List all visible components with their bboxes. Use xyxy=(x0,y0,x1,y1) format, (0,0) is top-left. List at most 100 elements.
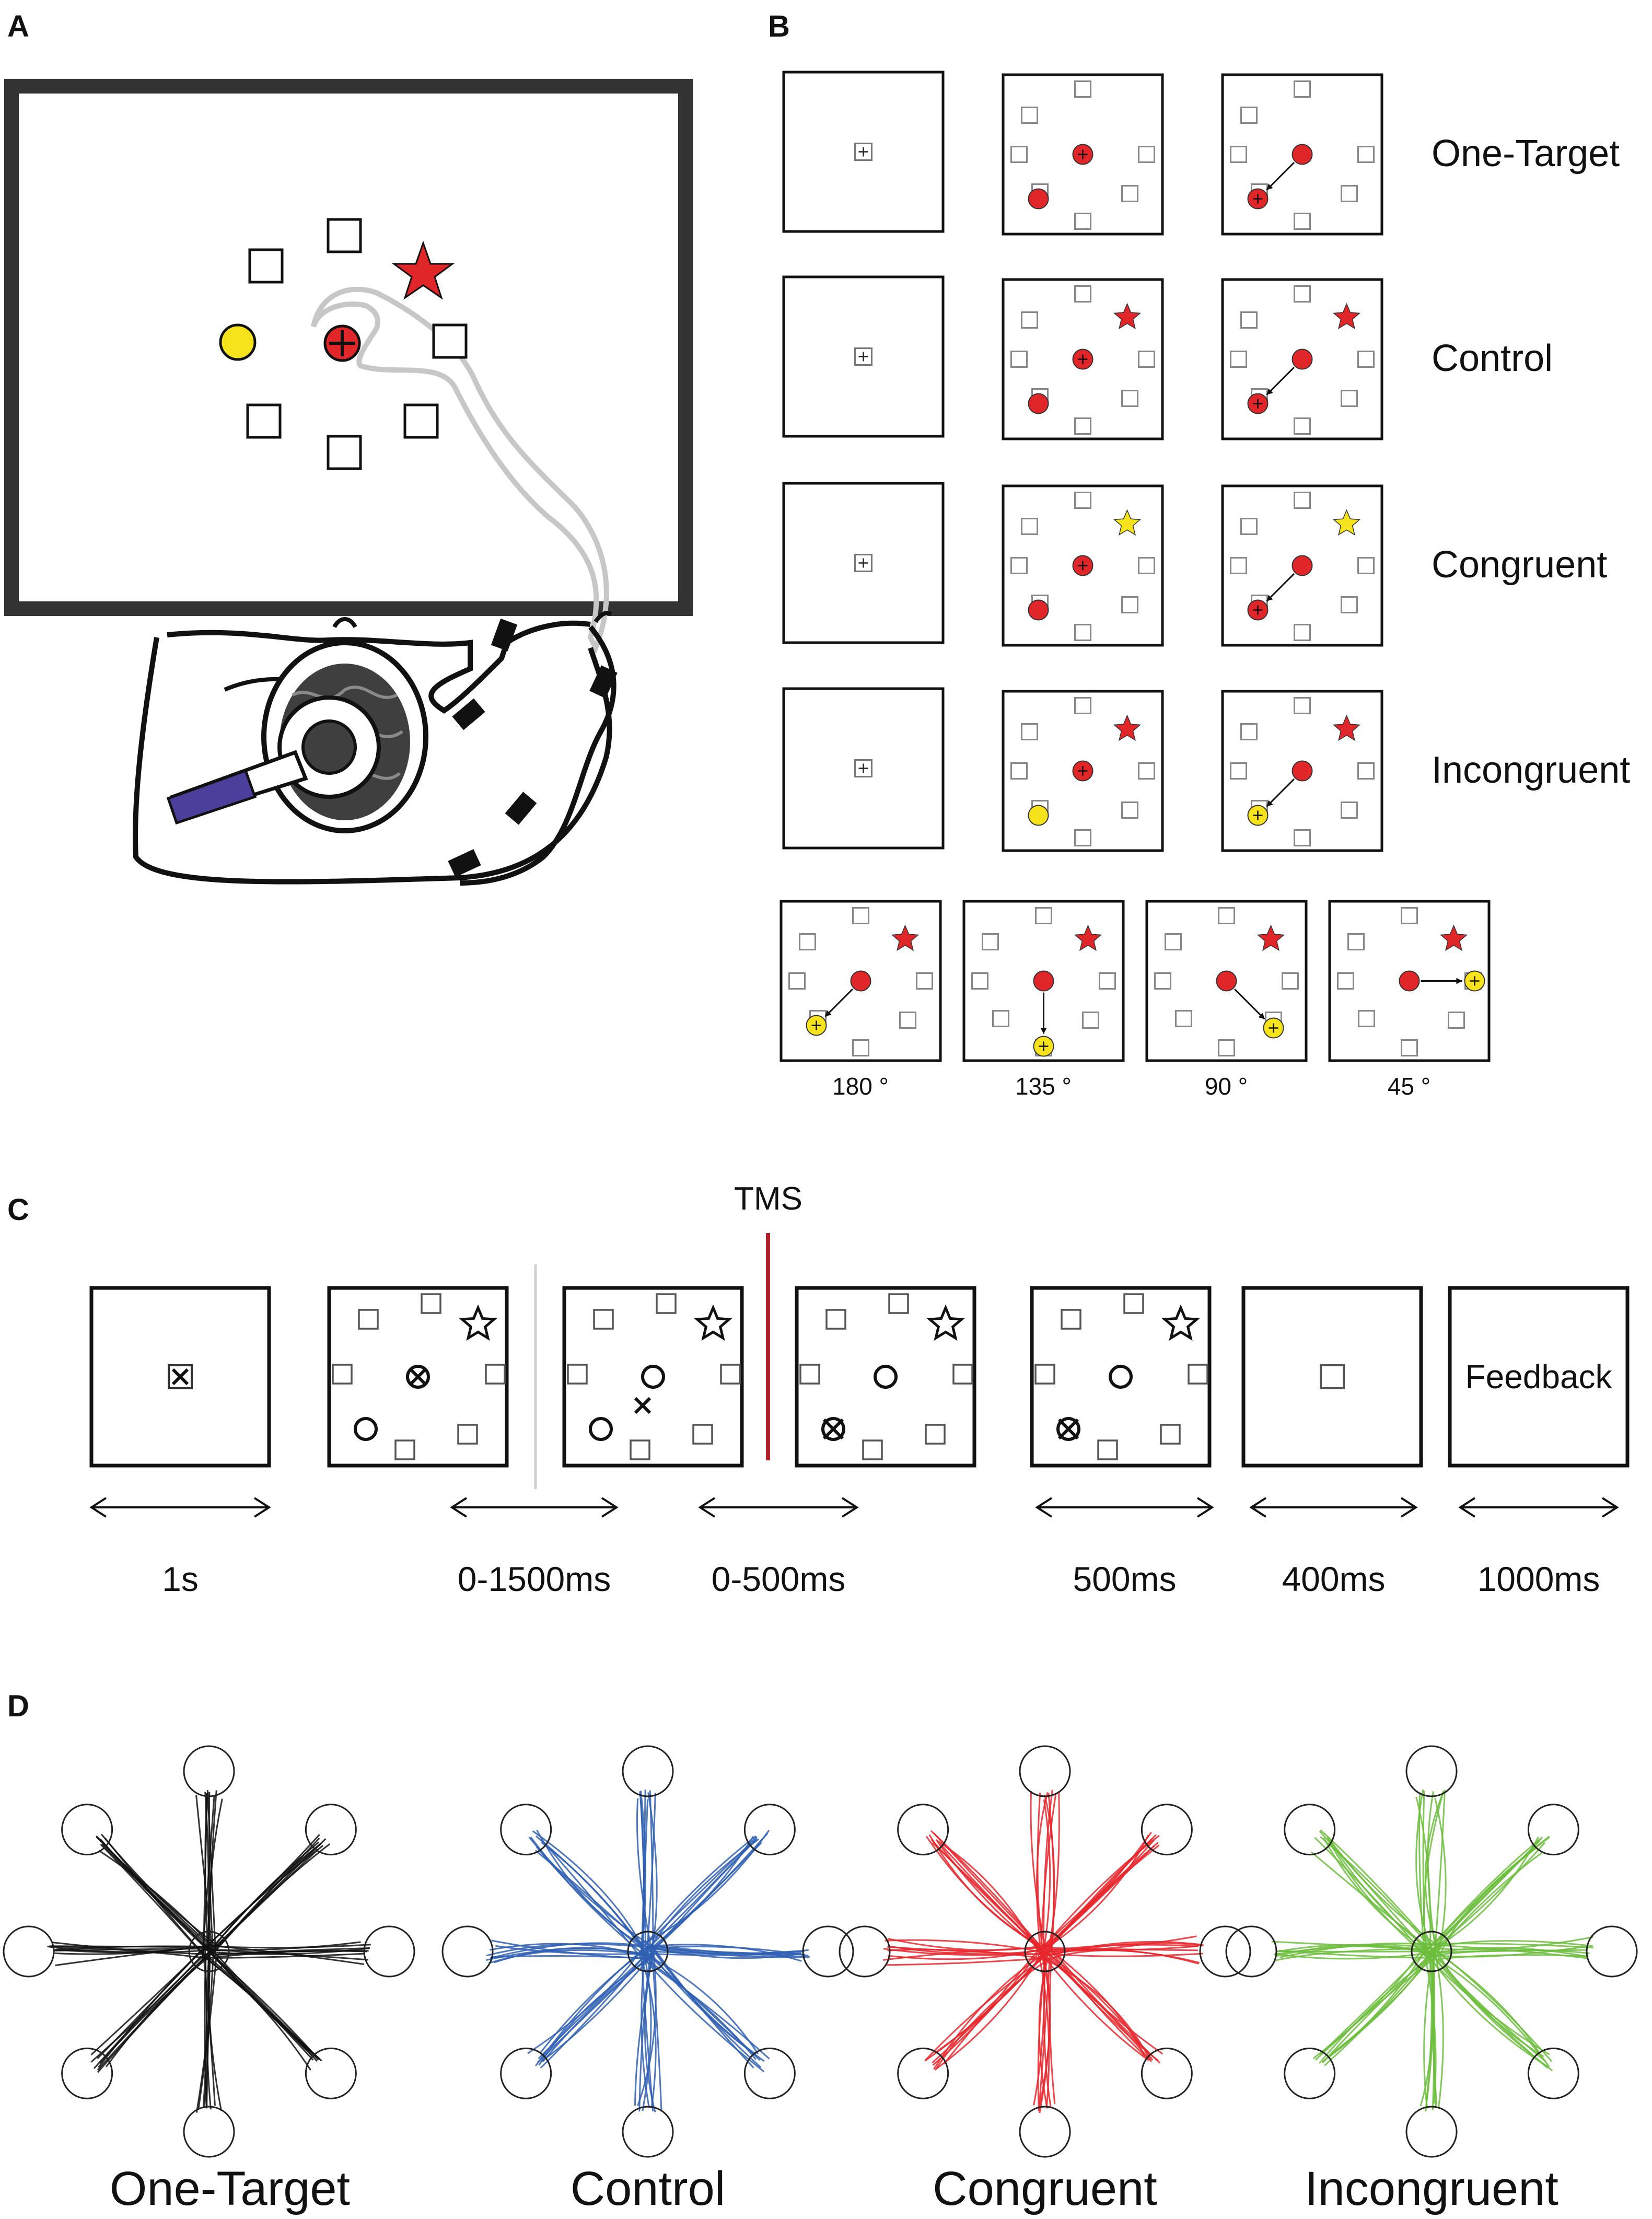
fixation-frame xyxy=(782,687,945,850)
target-circle xyxy=(441,1925,494,1978)
placeholder-square xyxy=(1010,557,1028,574)
duration-label: 1000ms xyxy=(1478,1560,1600,1598)
duration-label: 500ms xyxy=(1073,1560,1176,1598)
placeholder-square xyxy=(1294,697,1311,714)
placeholder-square xyxy=(1121,185,1138,202)
movement-arrow xyxy=(1234,988,1265,1020)
trajectory-plot: Control xyxy=(441,1745,854,2215)
stimulus-frame xyxy=(962,900,1125,1062)
placeholder-square xyxy=(1074,624,1091,641)
placeholder-square xyxy=(1074,285,1091,303)
placeholder-square xyxy=(1357,351,1375,368)
tms-label: TMS xyxy=(734,1181,802,1217)
duration-label: 400ms xyxy=(1282,1560,1385,1598)
target-circle xyxy=(183,2106,235,2158)
placeholder-square xyxy=(992,1010,1009,1027)
placeholder-square xyxy=(1010,351,1028,368)
target-circle xyxy=(897,2047,949,2099)
duration-arrow: 1000ms xyxy=(1458,1497,1619,1598)
target-circle xyxy=(839,1925,891,1978)
start-circle xyxy=(1292,555,1313,576)
start-circle xyxy=(1411,1931,1452,1972)
movement-arrow xyxy=(1266,366,1295,396)
placeholder-square xyxy=(1294,492,1311,509)
placeholder-square xyxy=(1240,311,1258,329)
target-circle xyxy=(802,1925,854,1978)
movement-arrow xyxy=(1266,778,1295,807)
placeholder-square xyxy=(1294,829,1311,846)
placeholder-square xyxy=(1294,417,1311,435)
placeholder-square xyxy=(1357,146,1375,163)
fixation-frame xyxy=(782,275,945,438)
placeholder-square xyxy=(1230,146,1247,163)
placeholder-square xyxy=(1401,1039,1418,1056)
fixation-frame xyxy=(782,482,945,644)
start-circle xyxy=(1292,144,1313,165)
placeholder-square xyxy=(1357,557,1375,574)
placeholder-square xyxy=(1138,146,1155,163)
fixation-frame xyxy=(782,71,945,233)
placeholder-square xyxy=(1294,80,1311,98)
movement-arrow xyxy=(1266,161,1295,191)
condition-label: Control xyxy=(571,2162,726,2215)
placeholder-square xyxy=(1074,697,1091,714)
placeholder-square xyxy=(1010,762,1028,780)
placeholder-square xyxy=(1401,907,1418,924)
placeholder-square xyxy=(1240,723,1258,740)
condition-row: One-Target xyxy=(782,71,1620,236)
placeholder-square xyxy=(1240,107,1258,124)
start-circle xyxy=(188,1931,230,1972)
star-outline-icon xyxy=(1161,1304,1200,1341)
stimulus-frame xyxy=(1002,73,1164,236)
red-star-icon xyxy=(391,240,455,300)
placeholder-square xyxy=(1341,390,1358,407)
star-icon xyxy=(1113,303,1142,330)
target-circle xyxy=(1141,2047,1193,2099)
angle-label: 180 ° xyxy=(832,1073,889,1100)
target-circle xyxy=(622,2106,674,2158)
target-circle xyxy=(1405,2106,1458,2158)
start-circle xyxy=(1399,970,1420,992)
trajectory-plot: Congruent xyxy=(839,1745,1251,2215)
placeholder-square xyxy=(788,972,806,990)
start-circle xyxy=(1033,970,1054,992)
star-icon xyxy=(1439,924,1468,951)
placeholder-square xyxy=(1347,933,1365,950)
target-circle xyxy=(305,2047,357,2099)
stimulus-frame xyxy=(1221,73,1383,236)
placeholder-square xyxy=(1021,107,1038,124)
stimulus-frame xyxy=(1145,900,1308,1062)
movement-arrow xyxy=(824,988,854,1017)
star-icon xyxy=(1332,303,1361,330)
target-circle xyxy=(1028,599,1049,621)
placeholder-square xyxy=(916,972,933,990)
placeholder-square xyxy=(1175,1010,1192,1027)
target-circle xyxy=(61,1804,113,1856)
target-circle xyxy=(1284,2047,1336,2099)
placeholder-square xyxy=(1021,311,1038,329)
panel-b: B One-TargetControlCongruentIncongruent … xyxy=(768,9,1630,1100)
condition-row: Congruent xyxy=(782,482,1607,647)
angle-label: 90 ° xyxy=(1205,1073,1248,1100)
trial-frame: Feedback xyxy=(1448,1286,1630,1468)
target-circle xyxy=(3,1925,55,1978)
trial-frame xyxy=(89,1286,271,1468)
star-icon xyxy=(1113,714,1142,741)
target-circle xyxy=(1028,393,1049,414)
placeholder-square xyxy=(1082,1012,1099,1029)
placeholder-square xyxy=(1337,972,1354,990)
stimulus-frame xyxy=(1221,690,1383,852)
duration-arrow: 1s xyxy=(89,1497,271,1598)
stimulus-frame xyxy=(1328,900,1491,1062)
star-icon xyxy=(1332,509,1361,536)
placeholder-square xyxy=(1121,596,1138,613)
target-circle xyxy=(1028,188,1049,210)
trajectory-plot: One-Target xyxy=(3,1745,415,2215)
placeholder-square xyxy=(1010,146,1028,163)
target-circle xyxy=(622,1745,674,1797)
target-circle xyxy=(305,1804,357,1856)
duration-label: 1s xyxy=(162,1560,199,1598)
placeholder-square xyxy=(1138,762,1155,780)
